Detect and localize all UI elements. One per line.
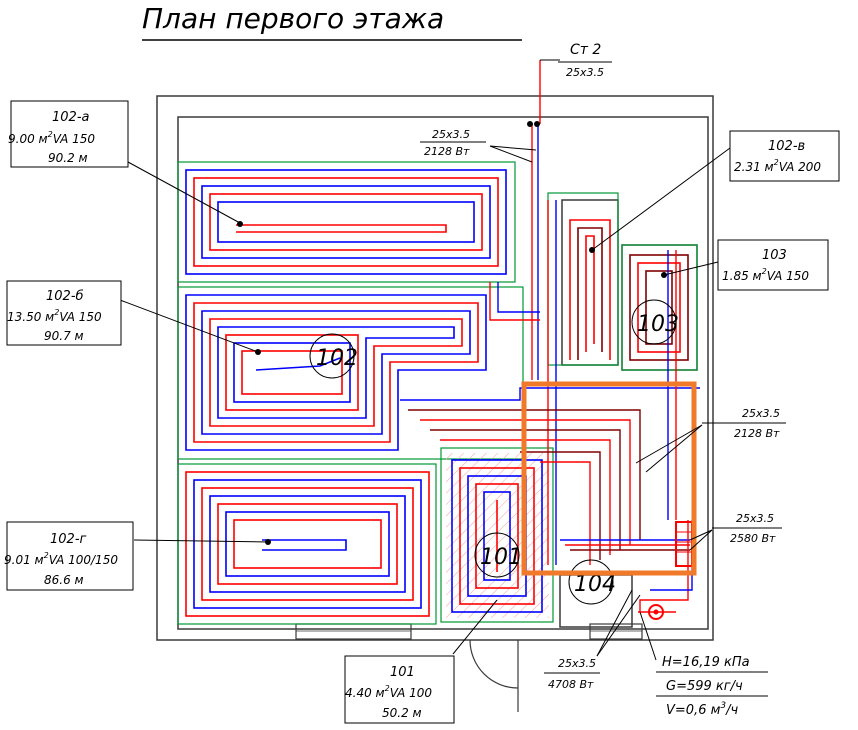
room-box-103: 103 1.85 м2VA 150 bbox=[717, 239, 829, 291]
svg-text:102-б: 102-б bbox=[46, 289, 84, 304]
svg-text:102-г: 102-г bbox=[50, 532, 87, 547]
svg-text:4.40 м2VA 100: 4.40 м2VA 100 bbox=[345, 684, 432, 700]
svg-text:2580 Вт: 2580 Вт bbox=[730, 532, 776, 545]
collector bbox=[675, 521, 693, 567]
svg-text:13.50 м2VA 150: 13.50 м2VA 150 bbox=[7, 308, 102, 324]
svg-text:90.2 м: 90.2 м bbox=[48, 151, 88, 165]
svg-text:86.6 м: 86.6 м bbox=[44, 573, 84, 587]
svg-text:Ст 2: Ст 2 bbox=[570, 42, 601, 58]
room-number-102: 102 bbox=[316, 346, 358, 371]
svg-text:102-в: 102-в bbox=[768, 139, 805, 154]
svg-text:50.2 м: 50.2 м bbox=[382, 706, 422, 720]
room-box-102v: 102-в 2.31 м2VA 200 bbox=[729, 130, 840, 182]
heating-loops bbox=[185, 169, 689, 617]
svg-text:25x3.5: 25x3.5 bbox=[736, 512, 774, 525]
svg-text:90.7 м: 90.7 м bbox=[44, 329, 84, 343]
highlight-box bbox=[521, 381, 697, 576]
svg-text:102-а: 102-а bbox=[52, 110, 90, 125]
loop-102v bbox=[569, 219, 611, 360]
distribution-pipes bbox=[400, 60, 700, 612]
svg-text:2128 Вт: 2128 Вт bbox=[424, 145, 470, 158]
collector-label-2: 25x3.5 2128 Вт bbox=[702, 407, 786, 440]
riser-dot-2 bbox=[534, 121, 540, 127]
leader-dots bbox=[237, 221, 667, 545]
loop-102g bbox=[185, 471, 430, 617]
loop-102a bbox=[185, 169, 507, 275]
svg-text:4708 Вт: 4708 Вт bbox=[548, 678, 594, 691]
room-number-101: 101 bbox=[480, 545, 522, 570]
room-box-102b: 102-б 13.50 м2VA 150 90.7 м bbox=[6, 280, 122, 346]
room-box-102g: 102-г 9.01 м2VA 100/150 86.6 м bbox=[4, 521, 134, 591]
svg-text:25x3.5: 25x3.5 bbox=[558, 657, 596, 670]
room-box-102a: 102-а 9.00 м2VA 150 90.2 м bbox=[8, 100, 129, 168]
leader-lines bbox=[119, 59, 731, 657]
svg-text:25x3.5: 25x3.5 bbox=[432, 128, 470, 141]
collector-label-4: 25x3.5 4708 Вт bbox=[544, 657, 600, 691]
svg-text:2128 Вт: 2128 Вт bbox=[734, 427, 780, 440]
page-title: План первого этажа bbox=[142, 2, 444, 35]
svg-text:101: 101 bbox=[390, 665, 415, 680]
svg-text:25x3.5: 25x3.5 bbox=[742, 407, 780, 420]
loop-102b bbox=[185, 294, 487, 451]
collector-label-1: 25x3.5 2128 Вт bbox=[420, 128, 486, 158]
svg-text:25x3.5: 25x3.5 bbox=[566, 66, 604, 79]
room-number-104: 104 bbox=[574, 572, 616, 597]
svg-text:Н=16,19 кПа: Н=16,19 кПа bbox=[662, 655, 750, 670]
svg-text:9.01 м2VA 100/150: 9.01 м2VA 100/150 bbox=[4, 551, 118, 567]
room-number-103: 103 bbox=[637, 312, 679, 337]
riser-dot-1 bbox=[527, 121, 533, 127]
svg-text:2.31 м2VA 200: 2.31 м2VA 200 bbox=[734, 158, 821, 174]
pump-parameters: Н=16,19 кПа G=599 кг/ч V=0,6 м3/ч bbox=[639, 611, 768, 718]
svg-text:V=0,6 м3/ч: V=0,6 м3/ч bbox=[666, 701, 739, 718]
loop-103 bbox=[629, 254, 689, 361]
svg-text:103: 103 bbox=[762, 248, 787, 263]
room-number-markers bbox=[309, 299, 677, 605]
collector-label-3: 25x3.5 2580 Вт bbox=[712, 512, 782, 545]
svg-text:9.00 м2VA 150: 9.00 м2VA 150 bbox=[8, 130, 95, 146]
riser-label: Ст 2 25x3.5 bbox=[558, 42, 612, 79]
svg-text:G=599 кг/ч: G=599 кг/ч bbox=[666, 679, 743, 694]
svg-text:1.85 м2VA 150: 1.85 м2VA 150 bbox=[722, 267, 809, 283]
pump-icon bbox=[638, 604, 676, 620]
building-outline bbox=[156, 95, 714, 712]
loop-101 bbox=[451, 459, 543, 613]
room-box-101: 101 4.40 м2VA 100 50.2 м bbox=[344, 655, 455, 724]
